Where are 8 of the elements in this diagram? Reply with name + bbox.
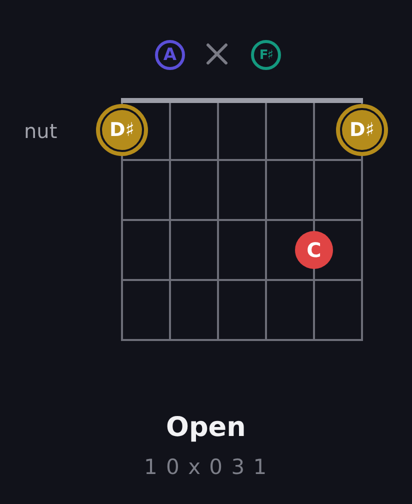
root-note-circle: D♯ [96, 104, 148, 156]
chord-title: Open [166, 414, 246, 441]
note-circle: C [295, 231, 333, 269]
root-note-circle: D♯ [336, 104, 388, 156]
open-string-circle: A [155, 40, 185, 70]
open-string-circle: F♯ [251, 40, 281, 70]
nut-label: nut [24, 121, 58, 141]
fingering-label: 1 0 x 0 3 1 [144, 457, 268, 478]
